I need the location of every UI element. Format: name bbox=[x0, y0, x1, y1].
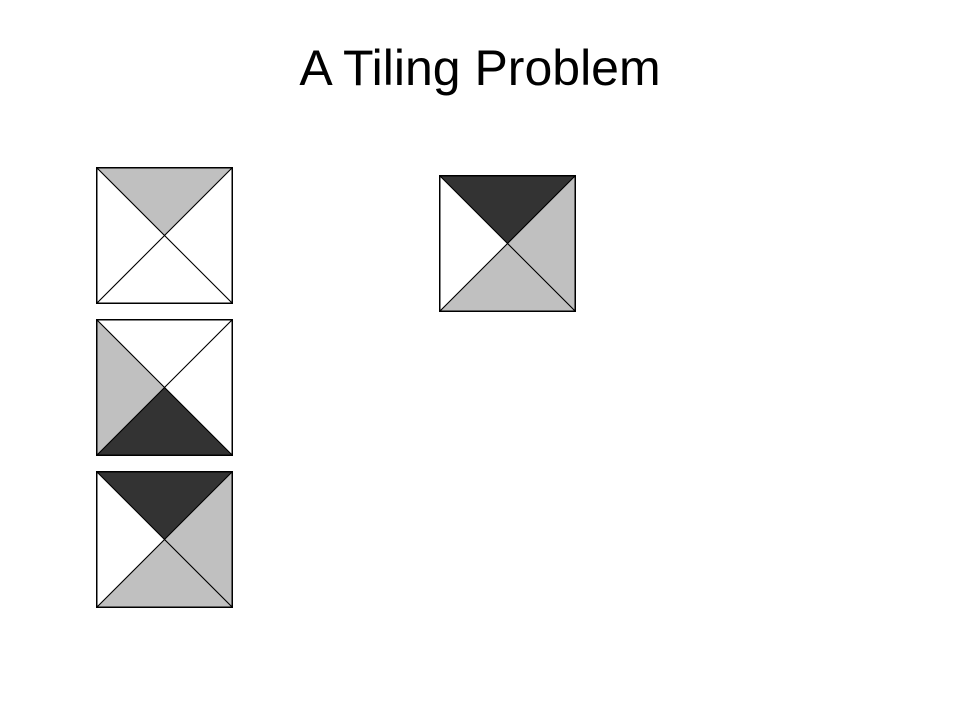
tile-4 bbox=[439, 175, 576, 312]
tile-3-graphic bbox=[96, 471, 233, 608]
tile-1 bbox=[96, 167, 233, 304]
slide-title: A Tiling Problem bbox=[299, 40, 661, 96]
tile-4-border bbox=[439, 175, 576, 312]
tile-2-border bbox=[96, 319, 233, 456]
tile-2 bbox=[96, 319, 233, 456]
tile-3-left-triangle bbox=[96, 471, 166, 608]
tile-1-graphic bbox=[96, 167, 233, 304]
tile-1-left-triangle bbox=[96, 167, 166, 304]
tile-3-border bbox=[96, 471, 233, 608]
tile-1-border bbox=[96, 167, 233, 304]
tile-4-graphic bbox=[439, 175, 576, 312]
tile-2-graphic bbox=[96, 319, 233, 456]
tile-2-left-triangle bbox=[96, 319, 166, 456]
tile-4-left-triangle bbox=[439, 175, 509, 312]
tile-3 bbox=[96, 471, 233, 608]
